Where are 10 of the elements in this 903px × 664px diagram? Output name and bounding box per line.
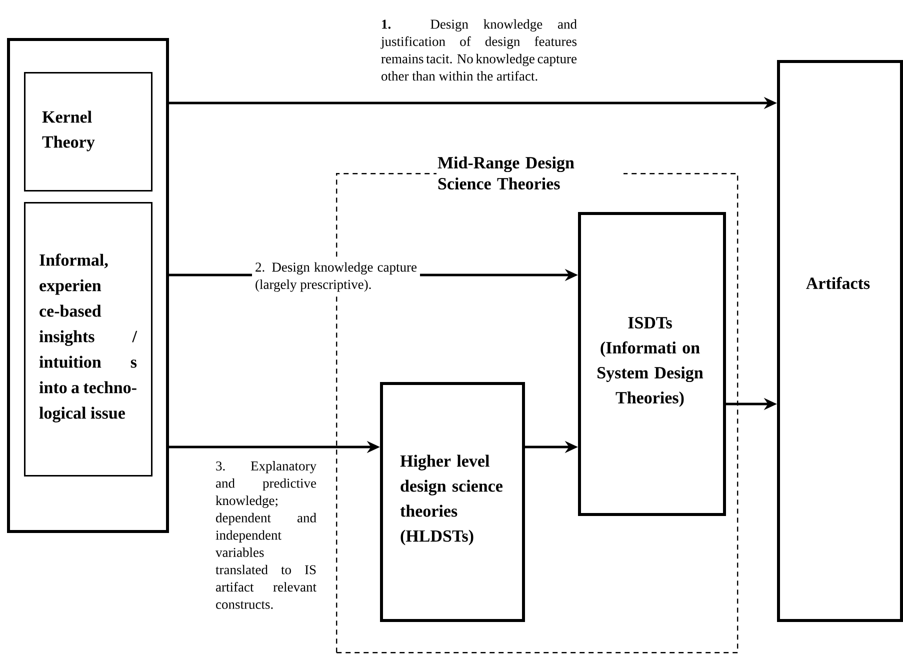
edge-label: 1. Design knowledge and justification of design features remains tacit. No knowledge capture other than within the artifact.	[378, 16, 580, 84]
artifacts-box: Artifacts	[777, 60, 903, 622]
theory-box: Higher level design science theories (HLDSTs)	[380, 382, 525, 622]
theory-box: ISDTs (Informati on System Design Theories)	[578, 212, 726, 516]
node-label: Mid-Range Design	[438, 156, 574, 172]
theory-box: Kernel Theory	[24, 72, 152, 192]
edge-label: 3. Explanatory and predictive knowledge; dependent and independent variables translated to IS artifact relevant constructs.	[212, 458, 320, 612]
outer-box	[7, 38, 169, 533]
edge-label: 2. Design knowledge capture (largely prescriptive).	[252, 259, 420, 295]
theory-box: Informal, experien ce-based insights / intuition s into a techno- logical issue	[24, 202, 152, 476]
